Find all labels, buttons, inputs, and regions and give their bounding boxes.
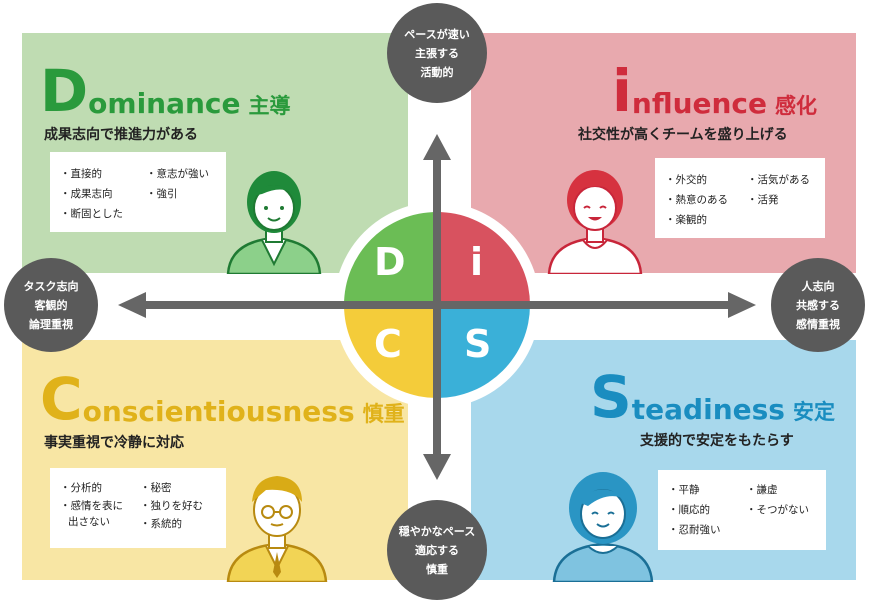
person-blue-icon [552, 472, 654, 582]
influence-subtitle: 社交性が高くチームを盛り上げる [578, 127, 788, 143]
label-line: 適応する [415, 543, 459, 557]
trait-item: ・強引 [146, 188, 178, 200]
trait-item: ・そつがない [746, 504, 809, 516]
d-quadrant [344, 212, 437, 305]
trait-item: ・成果志向 [60, 188, 113, 200]
s-quadrant [437, 305, 530, 398]
disc-letter-c: C [374, 322, 402, 366]
dominance-traits: ・直接的 ・意志が強い ・成果志向 ・強引 ・断固とした [50, 152, 226, 232]
trait-item: ・直接的 [60, 168, 102, 180]
trait-item: ・秘密 [140, 482, 172, 494]
trait-item: ・外交的 [665, 174, 707, 186]
influence-traits: ・外交的 ・活気がある ・熱意のある ・活発 ・楽観的 [655, 158, 825, 238]
person-red-icon [547, 170, 643, 274]
label-line: タスク志向 [23, 279, 79, 293]
trait-item: ・感情を表に [60, 500, 123, 512]
label-line: 客観的 [34, 298, 68, 312]
trait-item: ・活気がある [747, 174, 810, 186]
label-line: 活動的 [420, 65, 454, 79]
steadiness-subtitle: 支援的で安定をもたらす [640, 433, 794, 449]
person-yellow-icon [226, 476, 328, 582]
steadiness-traits: ・平静 ・謙虚 ・順応的 ・そつがない ・忍耐強い [658, 470, 826, 550]
conscientiousness-subtitle: 事実重視で冷静に対応 [44, 435, 184, 451]
axis-arrows [118, 134, 756, 480]
label-line: 慎重 [426, 562, 448, 576]
trait-item: ・順応的 [668, 504, 710, 516]
trait-item: ・系統的 [140, 518, 182, 530]
disc-letter-s: S [464, 322, 492, 366]
label-line: ペースが速い [404, 27, 470, 41]
trait-item: ・断固とした [60, 208, 123, 220]
label-line: 穏やかなペース [398, 524, 476, 538]
trait-item: ・活発 [747, 194, 779, 206]
trait-item: ・平静 [668, 484, 700, 496]
label-line: 感情重視 [796, 317, 840, 331]
trait-item: ・忍耐強い [668, 524, 721, 536]
right-axis-label: 人志向 共感する 感情重視 [771, 258, 865, 352]
conscientiousness-traits: ・分析的 ・秘密 ・感情を表に 出さない ・独りを好む ・系統的 [50, 468, 226, 548]
trait-item: ・楽観的 [665, 214, 707, 226]
dominance-subtitle: 成果志向で推進力がある [44, 127, 198, 143]
label-line: 共感する [796, 298, 840, 312]
label-line: 主張する [415, 46, 459, 60]
trait-item: ・熱意のある [665, 194, 728, 206]
label-line: 論理重視 [29, 317, 73, 331]
trait-item: ・意志が強い [146, 168, 209, 180]
trait-item: ・分析的 [60, 482, 102, 494]
i-quadrant [437, 212, 530, 305]
disc-letter-d: D [374, 240, 406, 284]
top-axis-label: ペースが速い 主張する 活動的 [387, 3, 487, 103]
trait-item: ・謙虚 [746, 484, 778, 496]
c-quadrant [344, 305, 437, 398]
disc-letter-i: i [470, 240, 484, 284]
left-axis-label: タスク志向 客観的 論理重視 [4, 258, 98, 352]
label-line: 人志向 [801, 279, 835, 293]
trait-item: 出さない [68, 516, 110, 528]
bottom-axis-label: 穏やかなペース 適応する 慎重 [387, 500, 487, 600]
person-green-icon [226, 171, 322, 274]
trait-item: ・独りを好む [140, 500, 203, 512]
